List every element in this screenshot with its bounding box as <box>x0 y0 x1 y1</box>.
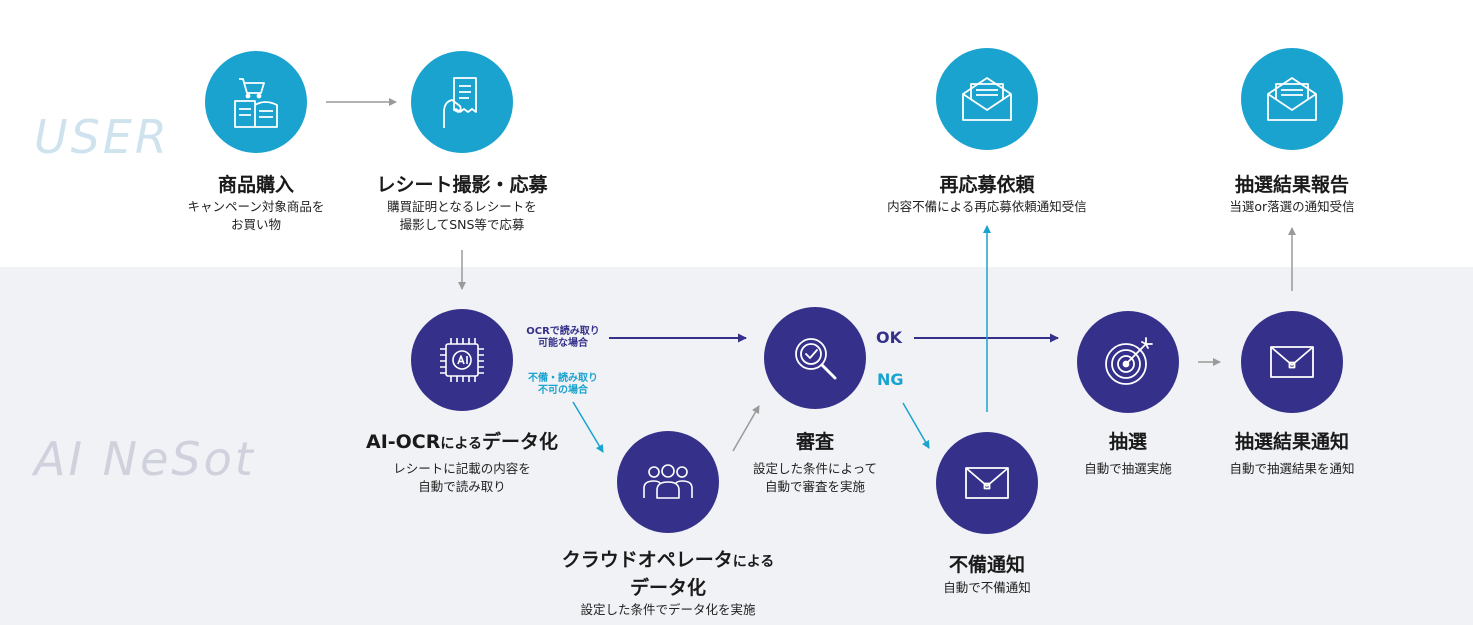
ng-label: NG <box>877 370 904 389</box>
incomplete-title: 不備通知 <box>948 554 1026 576</box>
magnifier-check-icon <box>795 338 837 380</box>
lottery-circle <box>1077 311 1179 413</box>
lane-label-user: USER <box>34 110 170 164</box>
report-desc: 当選or落選の通知受信 <box>1229 199 1355 214</box>
review-desc: 設定した条件によって 自動で審査を実施 <box>752 461 878 494</box>
lottery-desc: 自動で抽選実施 <box>1084 461 1172 476</box>
purchase-title: 商品購入 <box>217 174 295 196</box>
lottery-title: 抽選 <box>1108 431 1148 453</box>
ocr-desc: レシートに記載の内容を 自動で読み取り <box>393 461 531 494</box>
mail-open-icon <box>1267 77 1317 121</box>
arrow-ocr-to-operator <box>572 401 604 453</box>
arrow-review-ng-to-incomplete <box>902 402 930 449</box>
resubmit-title: 再応募依頼 <box>939 174 1035 196</box>
lane-label-ai: AI NeSot <box>34 432 256 486</box>
incomplete-desc: 自動で不備通知 <box>943 580 1031 595</box>
envelope-icon <box>1270 346 1314 378</box>
mail-open-icon <box>962 77 1012 121</box>
operator-desc: 設定した条件でデータ化を実施 <box>580 602 756 617</box>
store-icon <box>234 78 278 128</box>
ocr-circle <box>411 309 513 411</box>
arrow-operator-to-review <box>732 405 760 452</box>
purchase-desc: キャンペーン対象商品を お買い物 <box>187 199 325 232</box>
ocr-ng-label: 不備・読み取り 不可の場合 <box>528 373 598 396</box>
review-title: 審査 <box>795 431 835 453</box>
review-circle <box>764 307 866 409</box>
operator-title: クラウドオペレータによる データ化 <box>561 549 775 599</box>
resubmit-circle <box>936 48 1038 150</box>
report-circle <box>1241 48 1343 150</box>
receipt-hand-icon <box>443 77 477 128</box>
ai-chip-icon <box>440 338 484 382</box>
people-icon <box>643 464 693 499</box>
result-title: 抽選結果通知 <box>1234 431 1350 453</box>
target-icon <box>1105 337 1153 385</box>
ocr-title: AI-OCRによるデータ化 <box>366 431 558 453</box>
envelope-icon <box>965 467 1009 499</box>
receipt-circle <box>411 51 513 153</box>
receipt-desc: 購買証明となるレシートを 撮影してSNS等で応募 <box>387 199 537 232</box>
report-title: 抽選結果報告 <box>1234 174 1350 196</box>
ocr-ok-label: OCRで読み取り 可能な場合 <box>526 326 600 349</box>
operator-circle <box>617 431 719 533</box>
result-desc: 自動で抽選結果を通知 <box>1229 461 1355 476</box>
receipt-title: レシート撮影・応募 <box>376 174 548 196</box>
result-circle <box>1241 311 1343 413</box>
purchase-circle <box>205 51 307 153</box>
incomplete-circle <box>936 432 1038 534</box>
resubmit-desc: 内容不備による再応募依頼通知受信 <box>887 199 1087 214</box>
ok-label: OK <box>876 328 902 347</box>
